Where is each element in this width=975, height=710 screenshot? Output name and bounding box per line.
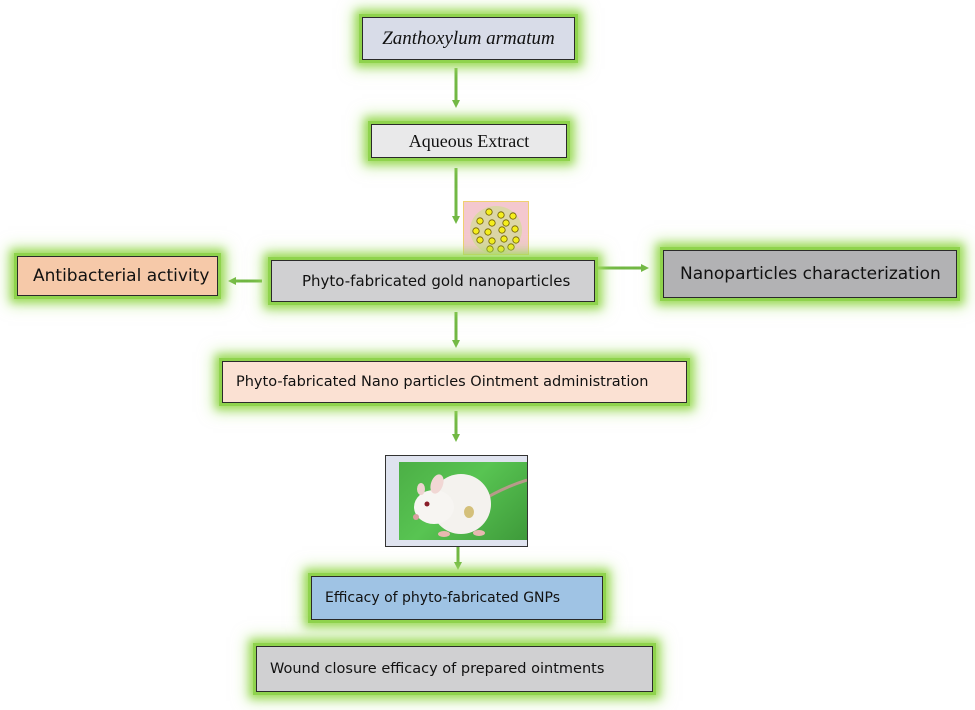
node-aqueous-extract: Aqueous Extract xyxy=(371,124,567,158)
node-plant-label: Zanthoxylum armatum xyxy=(382,27,555,49)
node-efficacy-gnps: Efficacy of phyto-fabricated GNPs xyxy=(311,576,603,620)
node-wound-closure: Wound closure efficacy of prepared ointm… xyxy=(256,646,653,692)
node-nanoparticles-characterization-label: Nanoparticles characterization xyxy=(680,264,941,284)
node-efficacy-gnps-label: Efficacy of phyto-fabricated GNPs xyxy=(325,590,561,606)
node-wound-closure-label: Wound closure efficacy of prepared ointm… xyxy=(270,661,605,677)
rat-image xyxy=(385,455,528,547)
gold-nanoparticles-image xyxy=(463,201,529,255)
node-gold-nanoparticles: Phyto-fabricated gold nanoparticles xyxy=(271,260,595,302)
white-rat-photo xyxy=(399,462,527,540)
node-plant: Zanthoxylum armatum xyxy=(362,17,575,60)
node-nanoparticles-characterization: Nanoparticles characterization xyxy=(663,250,957,298)
node-gold-nanoparticles-label: Phyto-fabricated gold nanoparticles xyxy=(302,272,571,290)
node-aqueous-extract-label: Aqueous Extract xyxy=(408,130,530,151)
node-antibacterial-activity: Antibacterial activity xyxy=(17,256,218,296)
node-ointment-administration: Phyto-fabricated Nano particles Ointment… xyxy=(222,361,687,403)
node-antibacterial-activity-label: Antibacterial activity xyxy=(33,266,210,286)
nanoparticles-illustration xyxy=(470,206,522,254)
node-ointment-administration-label: Phyto-fabricated Nano particles Ointment… xyxy=(236,374,649,390)
